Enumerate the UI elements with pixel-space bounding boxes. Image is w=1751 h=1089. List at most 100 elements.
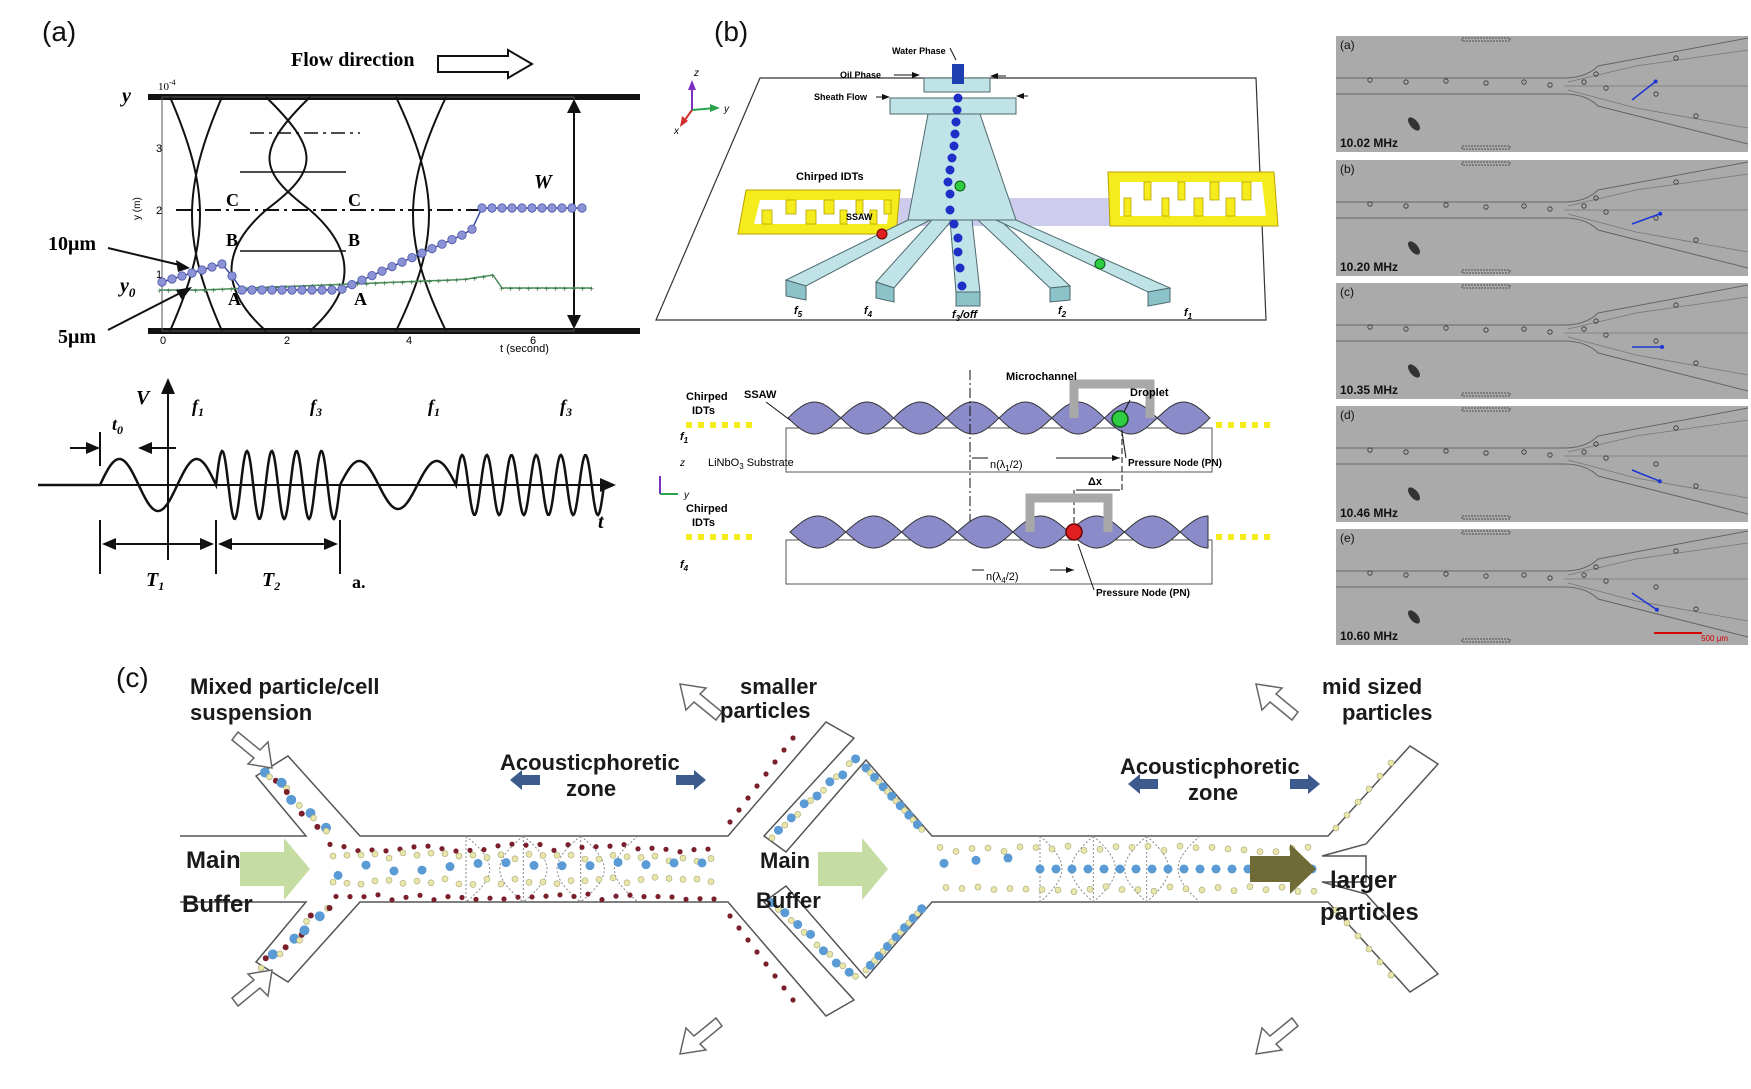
particle	[445, 894, 451, 900]
trajectory-10um-point	[227, 271, 237, 281]
particle	[1343, 811, 1351, 819]
particle	[355, 848, 361, 854]
trajectory-5um-point: +	[544, 284, 549, 294]
particle	[467, 847, 473, 853]
particle	[1278, 883, 1286, 891]
particle	[303, 918, 310, 925]
water-phase-label: Water Phase	[892, 46, 946, 56]
w-label: W	[534, 171, 553, 193]
cs-substrate-bottom	[785, 539, 1213, 585]
particle	[984, 844, 992, 852]
a-dot-label: a.	[352, 572, 366, 592]
particle	[543, 893, 549, 899]
particle	[818, 946, 828, 956]
mixed-label-2: suspension	[190, 700, 312, 725]
trajectory-10um-point	[487, 203, 497, 213]
particle	[669, 894, 675, 900]
particle	[1332, 824, 1340, 832]
particle	[262, 955, 269, 962]
larger-particles-arrow-icon	[1250, 844, 1316, 894]
particle	[1195, 864, 1205, 874]
particle	[455, 880, 463, 888]
particle	[469, 881, 477, 888]
separation-channel	[180, 721, 1440, 1017]
cs-microchannel-bottom	[1025, 493, 1113, 532]
particle	[333, 870, 343, 880]
trajectory-5um-point: +	[193, 286, 198, 296]
particle	[663, 846, 669, 852]
trajectory-10um-point	[247, 285, 257, 295]
y0-label: y0	[118, 275, 136, 300]
c-label-right: C	[348, 190, 361, 210]
cs-z-label: z	[679, 458, 685, 469]
trajectory-10um-point	[517, 203, 527, 213]
particle	[781, 821, 789, 829]
inlet-arrow-top-icon	[230, 730, 273, 769]
scale-bar-label: 500 μm	[1701, 634, 1728, 643]
axis-z-label: z	[693, 68, 699, 79]
particle	[641, 860, 651, 870]
main-buffer-arrow-2-icon	[818, 838, 888, 900]
panel-label-a: (a)	[42, 16, 77, 47]
outlet-arrow-mid-bottom-icon	[1255, 1016, 1300, 1055]
particle	[1070, 888, 1078, 895]
particle	[1294, 888, 1302, 895]
particle	[343, 851, 351, 859]
trajectory-10um-point	[317, 285, 327, 295]
particle	[357, 880, 365, 888]
trajectory-5um-point: +	[400, 278, 405, 288]
particle	[812, 791, 822, 801]
particle	[772, 759, 778, 765]
trajectory-10um-point	[217, 259, 227, 269]
particle	[333, 893, 339, 900]
droplet	[952, 105, 962, 115]
trajectory-10um-point	[477, 203, 487, 213]
trajectory-10um-point	[257, 285, 267, 295]
particle	[781, 985, 787, 991]
signal-waveform	[38, 449, 606, 521]
cs-substrate-top	[785, 427, 1213, 473]
panel-a-diagram: Flow direction y 10-4 y (m) 1 2 3 0 2 4 …	[38, 48, 640, 593]
droplet-green	[954, 180, 966, 192]
particle	[781, 747, 787, 753]
particle	[1147, 864, 1157, 874]
trajectory-10um-point	[297, 285, 307, 295]
trajectory-10um-point	[377, 266, 387, 276]
particle	[497, 880, 505, 888]
particle	[283, 788, 290, 795]
particle	[361, 894, 367, 900]
particle	[257, 964, 265, 972]
particle	[557, 861, 567, 871]
particle	[1134, 886, 1142, 893]
outlet-f4-label: f4	[864, 305, 873, 319]
trajectory-5um-point: +	[589, 284, 594, 294]
particle	[551, 847, 557, 853]
trajectory-10um-point	[577, 203, 587, 213]
particle	[282, 944, 289, 951]
zone2-label-2: zone	[1188, 780, 1238, 805]
particle	[1083, 864, 1093, 874]
particle	[763, 961, 769, 967]
particle	[327, 841, 333, 847]
plot-frame	[161, 96, 575, 332]
droplet-chain	[943, 93, 967, 291]
particle	[1150, 887, 1158, 895]
trajectory-5um-point: +	[364, 279, 369, 289]
trajectory-5um-point: +	[274, 283, 279, 293]
f1-label-2: f1	[428, 396, 440, 419]
trajectory-5um-point: +	[571, 284, 576, 294]
particle	[971, 855, 981, 865]
particle	[296, 936, 303, 944]
particle	[326, 904, 333, 911]
trajectory-10um-point	[367, 270, 377, 281]
particle	[1230, 887, 1238, 894]
particle	[637, 876, 645, 883]
inlet-arrow-bottom-icon	[230, 969, 273, 1008]
trajectory-5um-point: +	[490, 271, 495, 281]
particle	[831, 958, 841, 968]
particle	[793, 920, 803, 930]
outlet-f1-label: f1	[1184, 307, 1193, 321]
trajectory-10um-point	[457, 230, 467, 240]
particle	[329, 878, 337, 886]
particle	[385, 876, 393, 884]
